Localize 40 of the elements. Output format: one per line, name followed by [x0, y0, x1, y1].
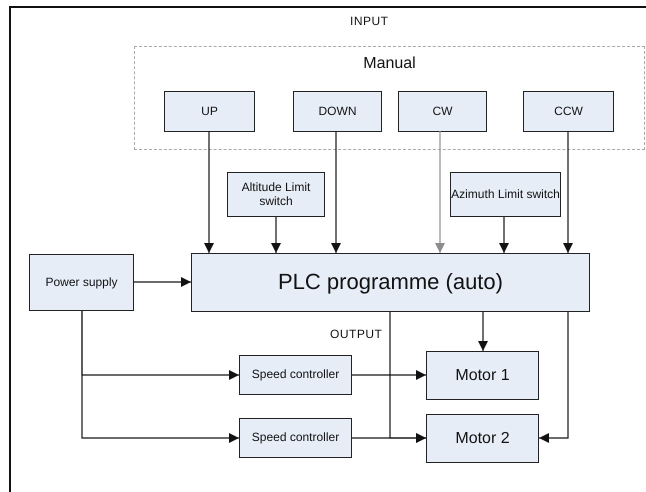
arrow — [499, 217, 509, 253]
process-box — [239, 355, 352, 395]
box-label: Motor 2 — [455, 430, 510, 448]
arrow — [478, 312, 488, 351]
arrow — [435, 131, 445, 253]
process-box — [426, 414, 539, 463]
arrow — [563, 131, 573, 253]
process-box — [239, 418, 352, 458]
process-box — [523, 91, 614, 132]
process-box — [29, 254, 134, 311]
process-box — [164, 91, 255, 132]
process-box — [191, 253, 590, 312]
arrow — [539, 312, 569, 443]
process-box — [426, 351, 539, 400]
box-label: UP — [201, 104, 218, 118]
box-label: Speed controller — [252, 368, 340, 382]
box-label: Altitude Limit switch — [240, 181, 312, 208]
box-label: DOWN — [318, 104, 356, 118]
arrow — [134, 277, 191, 287]
group-frame — [134, 46, 645, 150]
arrow — [352, 370, 426, 380]
box-label: PLC programme (auto) — [278, 270, 503, 295]
arrow — [271, 217, 281, 253]
box-label: CCW — [554, 104, 583, 118]
arrow — [204, 131, 214, 253]
group-title: Manual — [363, 55, 416, 73]
box-label: Power supply — [45, 276, 118, 290]
section-label: OUTPUT — [330, 327, 382, 341]
arrow — [331, 131, 341, 253]
box-label: Azimuth Limit switch — [451, 188, 560, 202]
process-box — [398, 91, 487, 132]
process-box — [450, 172, 561, 217]
box-label: CW — [432, 104, 452, 118]
section-label: INPUT — [350, 14, 388, 28]
box-label: Motor 1 — [455, 366, 510, 384]
arrow — [81, 311, 239, 443]
arrow — [389, 312, 426, 443]
process-box — [227, 172, 325, 217]
box-label: Speed controller — [252, 431, 340, 445]
process-box — [293, 91, 382, 132]
